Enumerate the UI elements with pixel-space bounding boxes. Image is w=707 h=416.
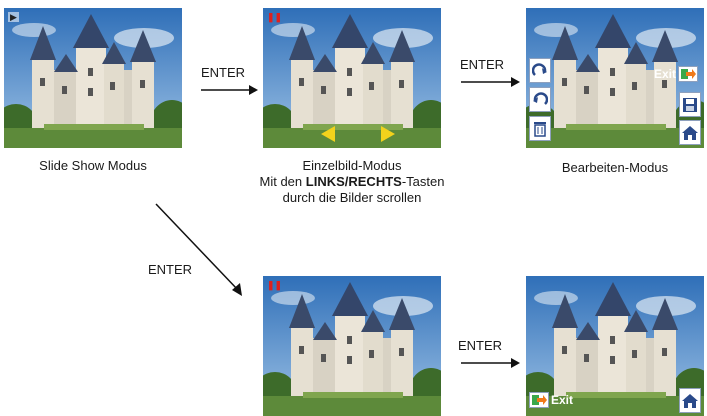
rotate-left-icon[interactable] xyxy=(529,87,551,112)
slideshow-screen: ▶ xyxy=(4,8,182,148)
edit-mode-caption: Bearbeiten-Modus xyxy=(561,160,669,175)
floppy-icon[interactable] xyxy=(679,92,701,117)
arrow-right-1 xyxy=(201,85,258,95)
exit-label: Exit xyxy=(654,67,677,81)
edit-mode-screen: Exit xyxy=(526,8,704,148)
arrow-label-enter-3: ENTER xyxy=(148,262,193,277)
rotate-right-icon[interactable] xyxy=(529,58,551,83)
castle-photo xyxy=(4,8,182,148)
home-icon[interactable] xyxy=(679,120,701,145)
paused-screen: ❚❚ xyxy=(263,276,441,416)
arrow-label-enter-1: ENTER xyxy=(201,65,246,80)
triangle-left-icon[interactable] xyxy=(321,126,335,142)
exit-label: Exit xyxy=(551,393,574,407)
triangle-right-icon[interactable] xyxy=(381,126,395,142)
exit-icon xyxy=(529,392,549,408)
single-image-caption-line1: Einzelbild-Modus xyxy=(302,158,402,173)
pause-icon: ❚❚ xyxy=(267,12,283,22)
castle-photo xyxy=(263,276,441,416)
castle-photo xyxy=(263,8,441,148)
play-icon: ▶ xyxy=(8,12,19,22)
single-image-caption-line2: Mit den LINKS/RECHTS-Tasten xyxy=(259,174,445,189)
slideshow-caption: Slide Show Modus xyxy=(39,158,147,173)
exit-icon xyxy=(678,66,699,82)
arrow-right-2 xyxy=(461,77,520,87)
single-image-screen: ❚❚ xyxy=(263,8,441,148)
pause-icon: ❚❚ xyxy=(267,280,283,290)
single-image-caption-line3: durch die Bilder scrollen xyxy=(282,190,422,205)
single-image-caption: Einzelbild-Modus Mit den LINKS/RECHTS-Ta… xyxy=(216,158,488,206)
trash-icon[interactable] xyxy=(529,116,551,141)
arrow-label-enter-2: ENTER xyxy=(460,57,505,72)
exit-button[interactable]: Exit xyxy=(529,392,573,408)
arrow-diagonal xyxy=(155,203,242,296)
exit-button[interactable]: Exit xyxy=(654,66,699,82)
home-icon[interactable] xyxy=(679,388,701,413)
arrow-label-enter-4: ENTER xyxy=(458,338,503,353)
exit-screen: Exit xyxy=(526,276,704,416)
arrow-right-4 xyxy=(461,358,520,368)
